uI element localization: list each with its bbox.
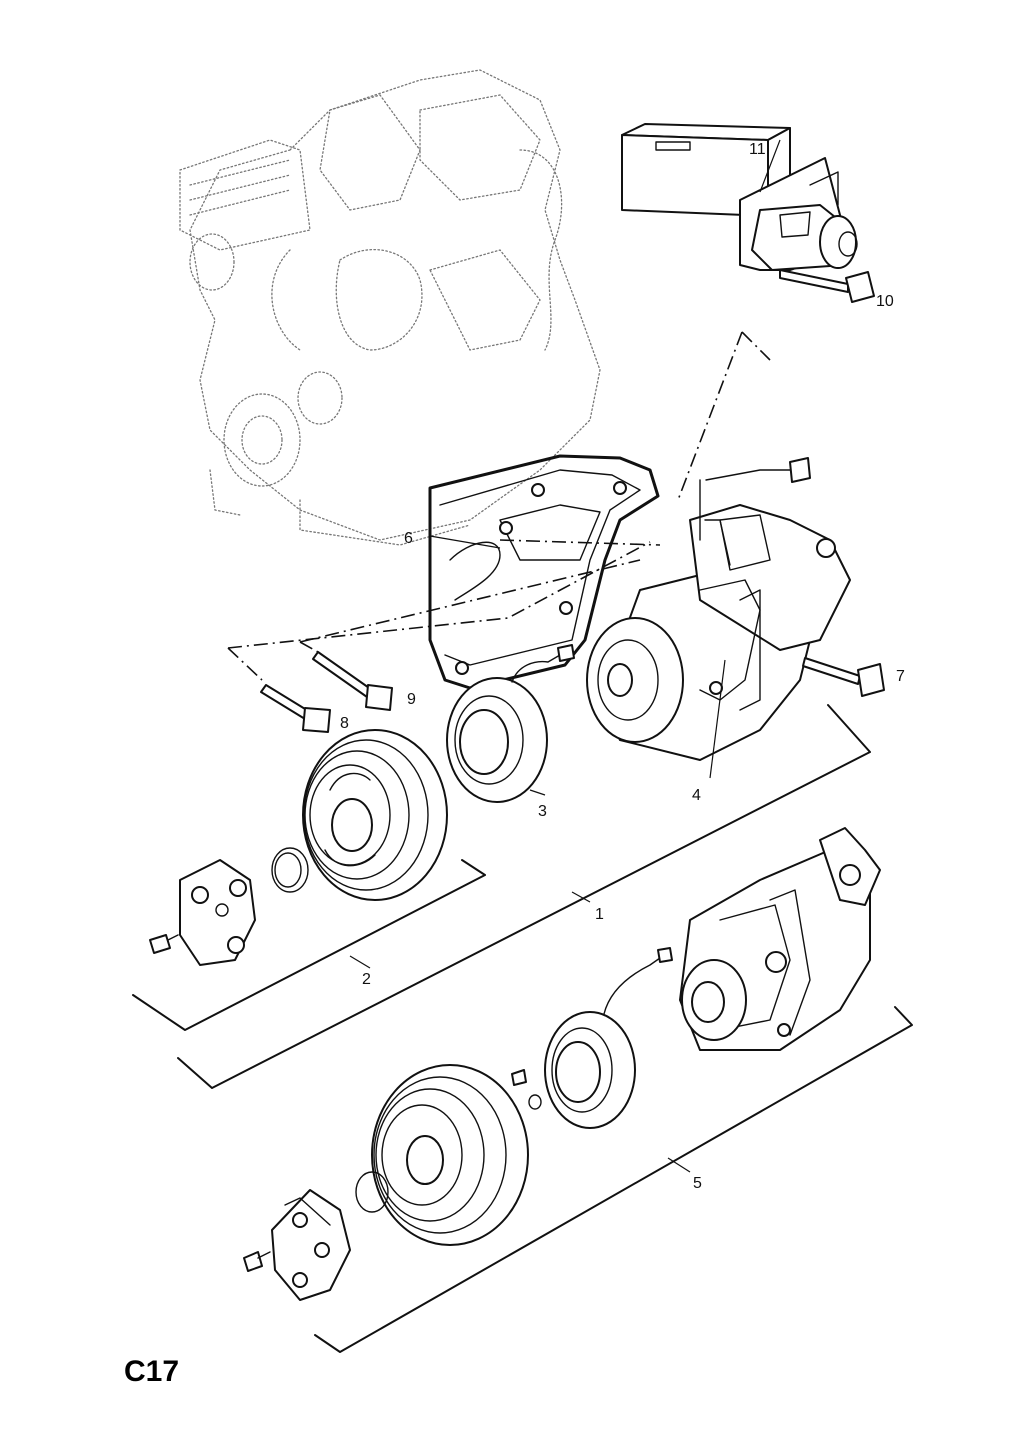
bolt-10 <box>779 269 875 303</box>
alignment-lines <box>227 331 771 681</box>
group-brackets <box>132 704 913 1353</box>
engine-outline <box>179 69 601 546</box>
callout-2: 2 <box>362 971 371 988</box>
bolt-8 <box>260 684 331 733</box>
pulley-lower <box>243 1064 542 1301</box>
callout-11: 11 <box>749 141 766 158</box>
callout-4: 4 <box>692 787 701 804</box>
bolt-9 <box>312 651 393 711</box>
leader-lines <box>349 139 781 1173</box>
callout-5: 5 <box>693 1175 702 1192</box>
part-2-pulley-upper <box>149 729 448 966</box>
callout-3: 3 <box>538 803 547 820</box>
page-identifier: C17 <box>124 1355 179 1388</box>
callout-6: 6 <box>404 530 413 547</box>
field-coil-lower <box>544 947 673 1129</box>
compressor-upper <box>586 457 851 761</box>
callout-labels: 1 2 3 4 5 6 7 8 9 10 11 <box>340 141 905 1192</box>
bolt-7 <box>802 657 885 697</box>
callout-9: 9 <box>407 691 416 708</box>
callout-8: 8 <box>340 715 349 732</box>
callout-1: 1 <box>595 906 604 923</box>
part-3-field-coil-upper <box>446 644 575 803</box>
compressor-lower <box>679 827 881 1051</box>
callout-10: 10 <box>876 293 894 310</box>
callout-7: 7 <box>896 668 905 685</box>
part-6-mounting-bracket <box>428 454 660 690</box>
part-11-package <box>621 123 858 271</box>
